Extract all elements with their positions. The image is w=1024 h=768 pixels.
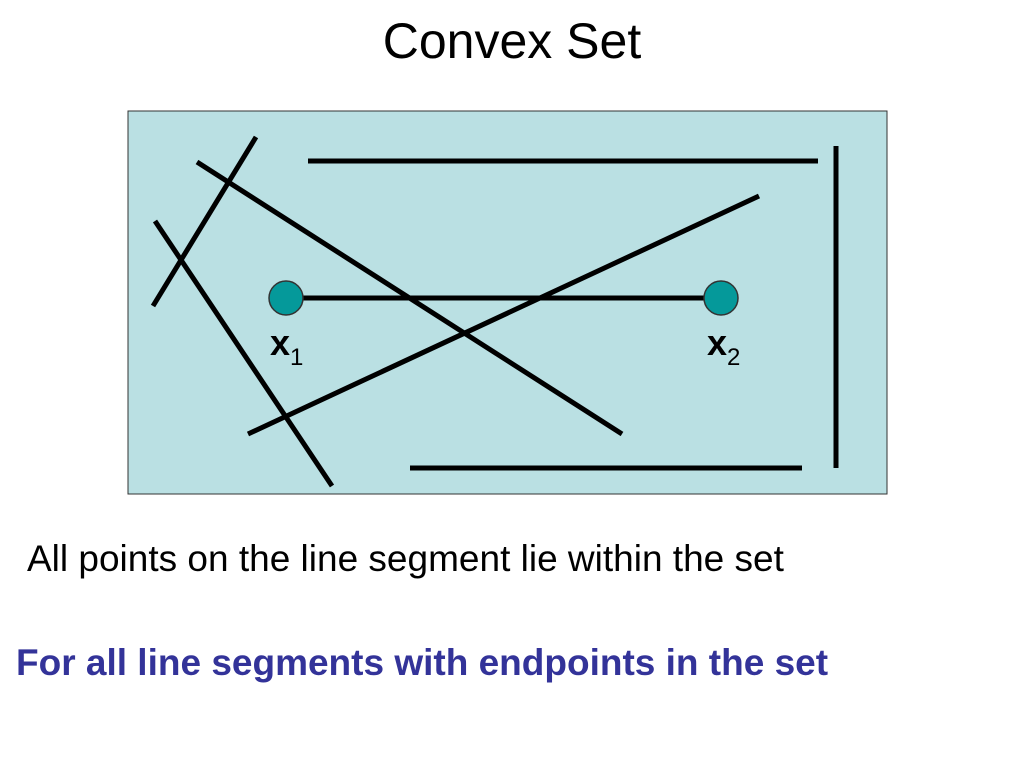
subcaption-text: For all line segments with endpoints in …: [16, 642, 829, 683]
segment-line-2: [152, 219, 335, 488]
point-x2-letter: x: [707, 322, 727, 363]
point-x1: [268, 280, 304, 316]
point-x1-letter: x: [270, 322, 290, 363]
point-x1-label: x1: [270, 322, 303, 371]
caption-text: All points on the line segment lie withi…: [27, 538, 784, 579]
slide-title: Convex Set: [382, 13, 642, 69]
point-x1-subscript: 1: [290, 344, 303, 371]
segment-line-4: [246, 193, 761, 437]
convex-set-region: [127, 110, 888, 495]
segment-line-1: [150, 135, 259, 308]
point-x2-subscript: 2: [727, 344, 740, 371]
point-x2: [703, 280, 739, 316]
point-x2-label: x2: [707, 322, 740, 371]
segment-line-3: [195, 159, 624, 437]
